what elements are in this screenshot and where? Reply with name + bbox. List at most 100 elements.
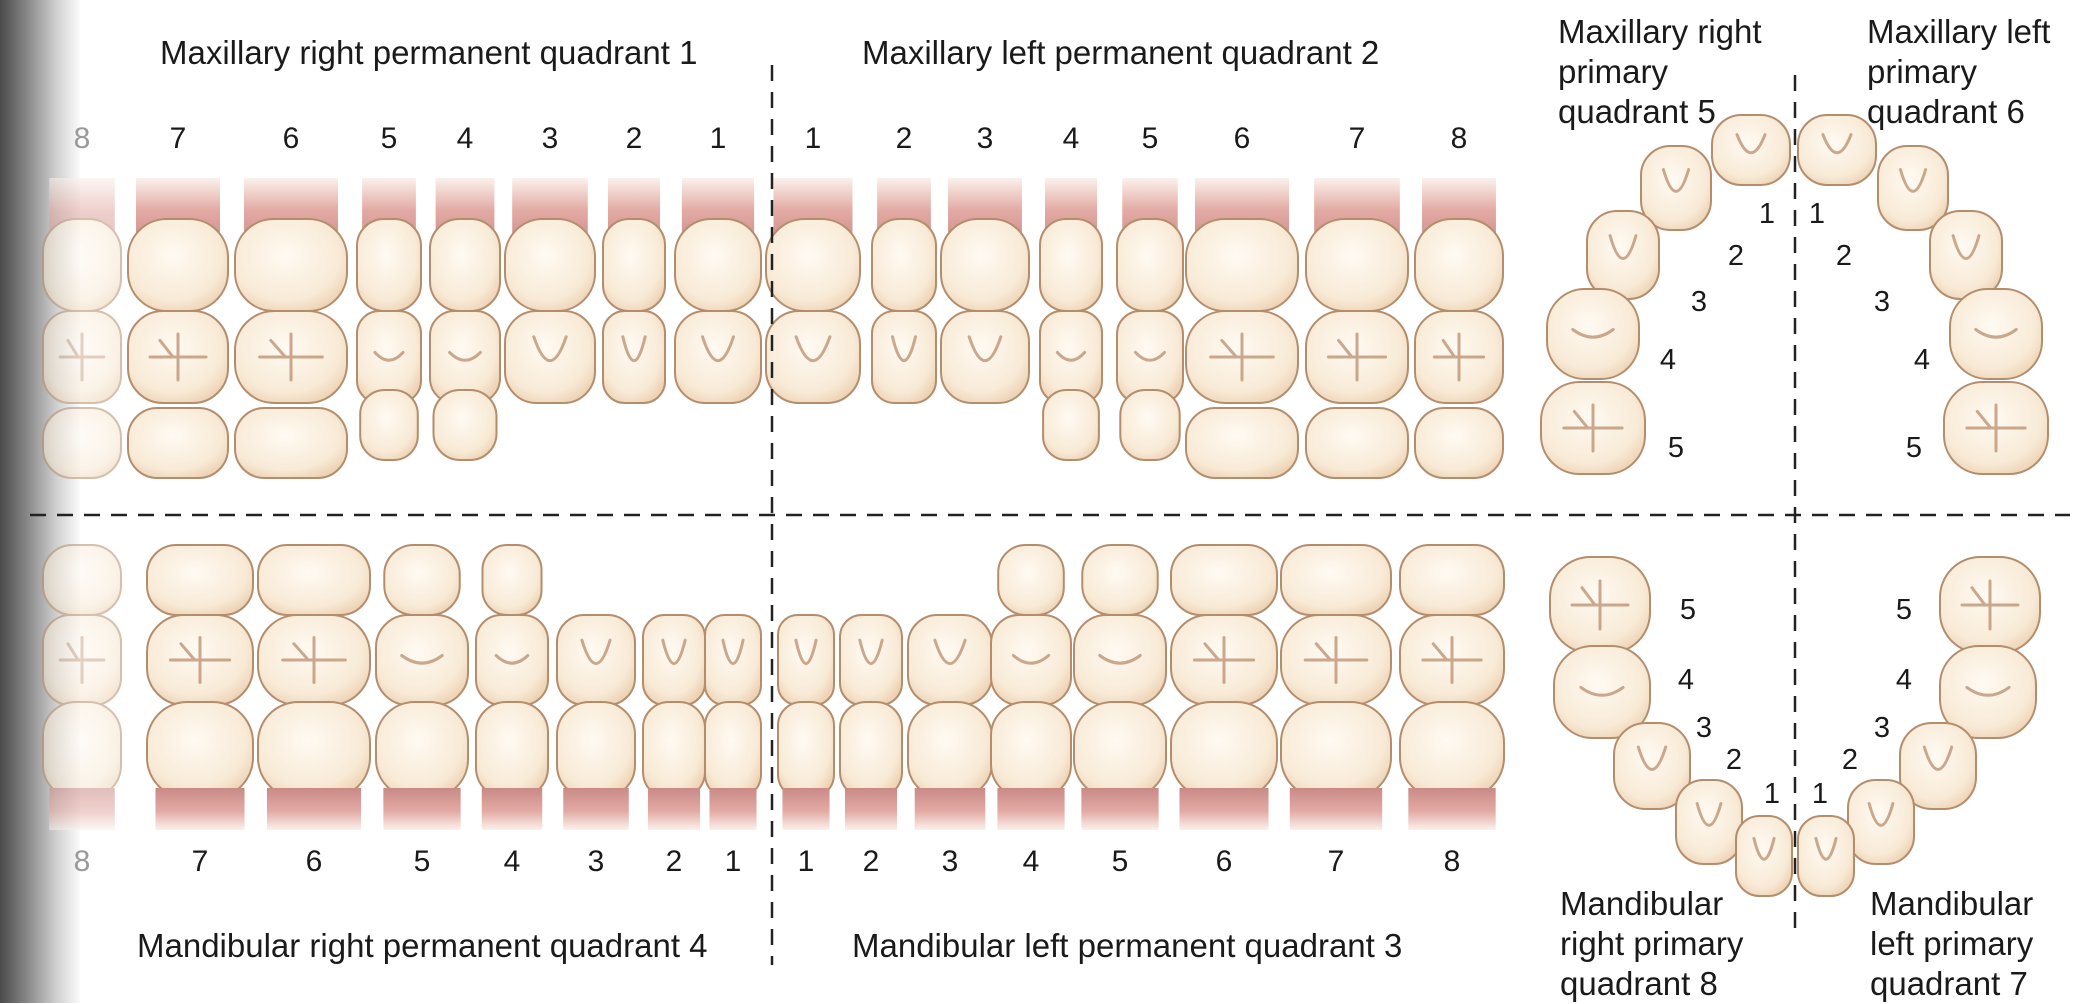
maxillary-tooth-molar [234,178,348,479]
lingual-view [1305,407,1409,479]
lingual-view [42,544,122,616]
maxillary-primary-tooth [1929,210,2003,300]
tooth-number: 4 [503,845,521,878]
primary-tooth-number: 1 [1758,198,1776,230]
root [997,788,1065,830]
tooth-number: 8 [1450,122,1468,155]
maxillary-primary-tooth [1949,288,2043,380]
lingual-ridge [1922,745,1954,771]
occlusal-surface [777,614,835,706]
mandibular-primary-tooth [1613,722,1691,810]
occlusal-groove [1570,579,1630,631]
lingual-ridge [1636,745,1668,771]
labial-crown [146,701,254,799]
root [647,788,701,830]
occlusal-surface [990,614,1072,706]
maxillary-permanent-teeth [42,178,1504,479]
crown [1939,645,2037,739]
lingual-view [383,544,461,616]
occlusal-surface [871,310,937,404]
tooth-number: 7 [191,845,209,878]
tooth-number: 6 [1215,845,1233,878]
root [481,788,543,830]
lingual-ridge [1735,133,1767,155]
maxillary-primary-tooth [1546,288,1640,380]
mandibular-tooth-molar [42,544,122,830]
lingual-ridge [1814,836,1838,861]
primary-tooth-number: 5 [1905,432,1923,464]
occlusal-groove [400,654,444,665]
crown [1711,114,1791,186]
occlusal-groove [1960,579,2020,631]
primary-tooth-number: 5 [1679,594,1697,626]
labial-crown [42,701,122,799]
tooth-number: 2 [665,845,683,878]
lingual-ridge [532,335,568,362]
root [782,788,830,830]
root [563,788,629,830]
mandibular-right-permanent-title: Mandibular right permanent quadrant 4 [137,927,708,964]
occlusal-groove [1974,328,2018,339]
root [844,788,898,830]
crown [1949,288,2043,380]
book-spine-shadow [0,0,80,1003]
lingual-view [1170,544,1278,616]
mandibular-tooth-canine [556,614,636,830]
crown [1553,645,1651,739]
root [1179,788,1269,830]
labial-crown [1399,701,1505,799]
lingual-ridge [1867,802,1895,827]
mandibular-tooth-incisor [839,614,903,830]
mandibular-permanent-teeth [42,544,1505,830]
mandibular-left-permanent-title: Mandibular left permanent quadrant 3 [852,927,1403,964]
occlusal-groove [1965,685,2011,697]
primary-tooth-number: 3 [1690,286,1708,318]
tooth-number: 3 [941,845,959,878]
mandibular-tooth-molar [146,544,254,830]
occlusal-groove [1209,332,1275,382]
primary-tooth-number: 5 [1895,594,1913,626]
crown [1797,114,1877,186]
labial-crown [429,218,501,312]
tooth-number: 6 [1233,122,1251,155]
occlusal-surface [602,310,666,404]
maxillary-tooth-molar [42,178,122,479]
occlusal-groove [1965,403,2027,453]
tooth-number: 7 [1327,845,1345,878]
tooth-number: 5 [1141,122,1159,155]
occlusal-groove [1421,636,1483,684]
crown [1929,210,2003,300]
root [1408,788,1496,830]
labial-crown [234,218,348,312]
lingual-view [1185,407,1299,479]
labial-crown [356,218,422,312]
lingual-ridge [1661,168,1691,193]
mandibular-primary-tooth [1939,645,2037,739]
maxillary-primary-tooth [1797,114,1877,186]
labial-crown [42,218,122,312]
tooth-number: 8 [73,845,91,878]
lingual-view [1399,544,1505,616]
labial-crown [375,701,469,799]
lingual-view [359,389,419,461]
labial-crown [1414,218,1504,312]
occlusal-groove [1055,350,1087,362]
tooth-number: 2 [895,122,913,155]
mandibular-primary-tooth [1939,556,2041,654]
lingual-ridge [1821,133,1853,155]
primary-tooth-number: 2 [1841,744,1859,776]
tooth-number: 2 [862,845,880,878]
maxillary-tooth-incisor [602,178,666,404]
crown [1586,210,1660,300]
maxillary-tooth-incisor [871,178,937,404]
occlusal-surface [1073,614,1167,706]
occlusal-groove [494,654,530,665]
mandibular-tooth-molar [1170,544,1278,830]
labial-crown [839,701,903,799]
lingual-view [1042,389,1100,461]
lingual-ridge [1898,168,1928,193]
lingual-view [1119,389,1181,461]
mandibular-tooth-canine [907,614,993,830]
labial-crown [1170,701,1278,799]
maxillary-primary-tooth [1711,114,1791,186]
